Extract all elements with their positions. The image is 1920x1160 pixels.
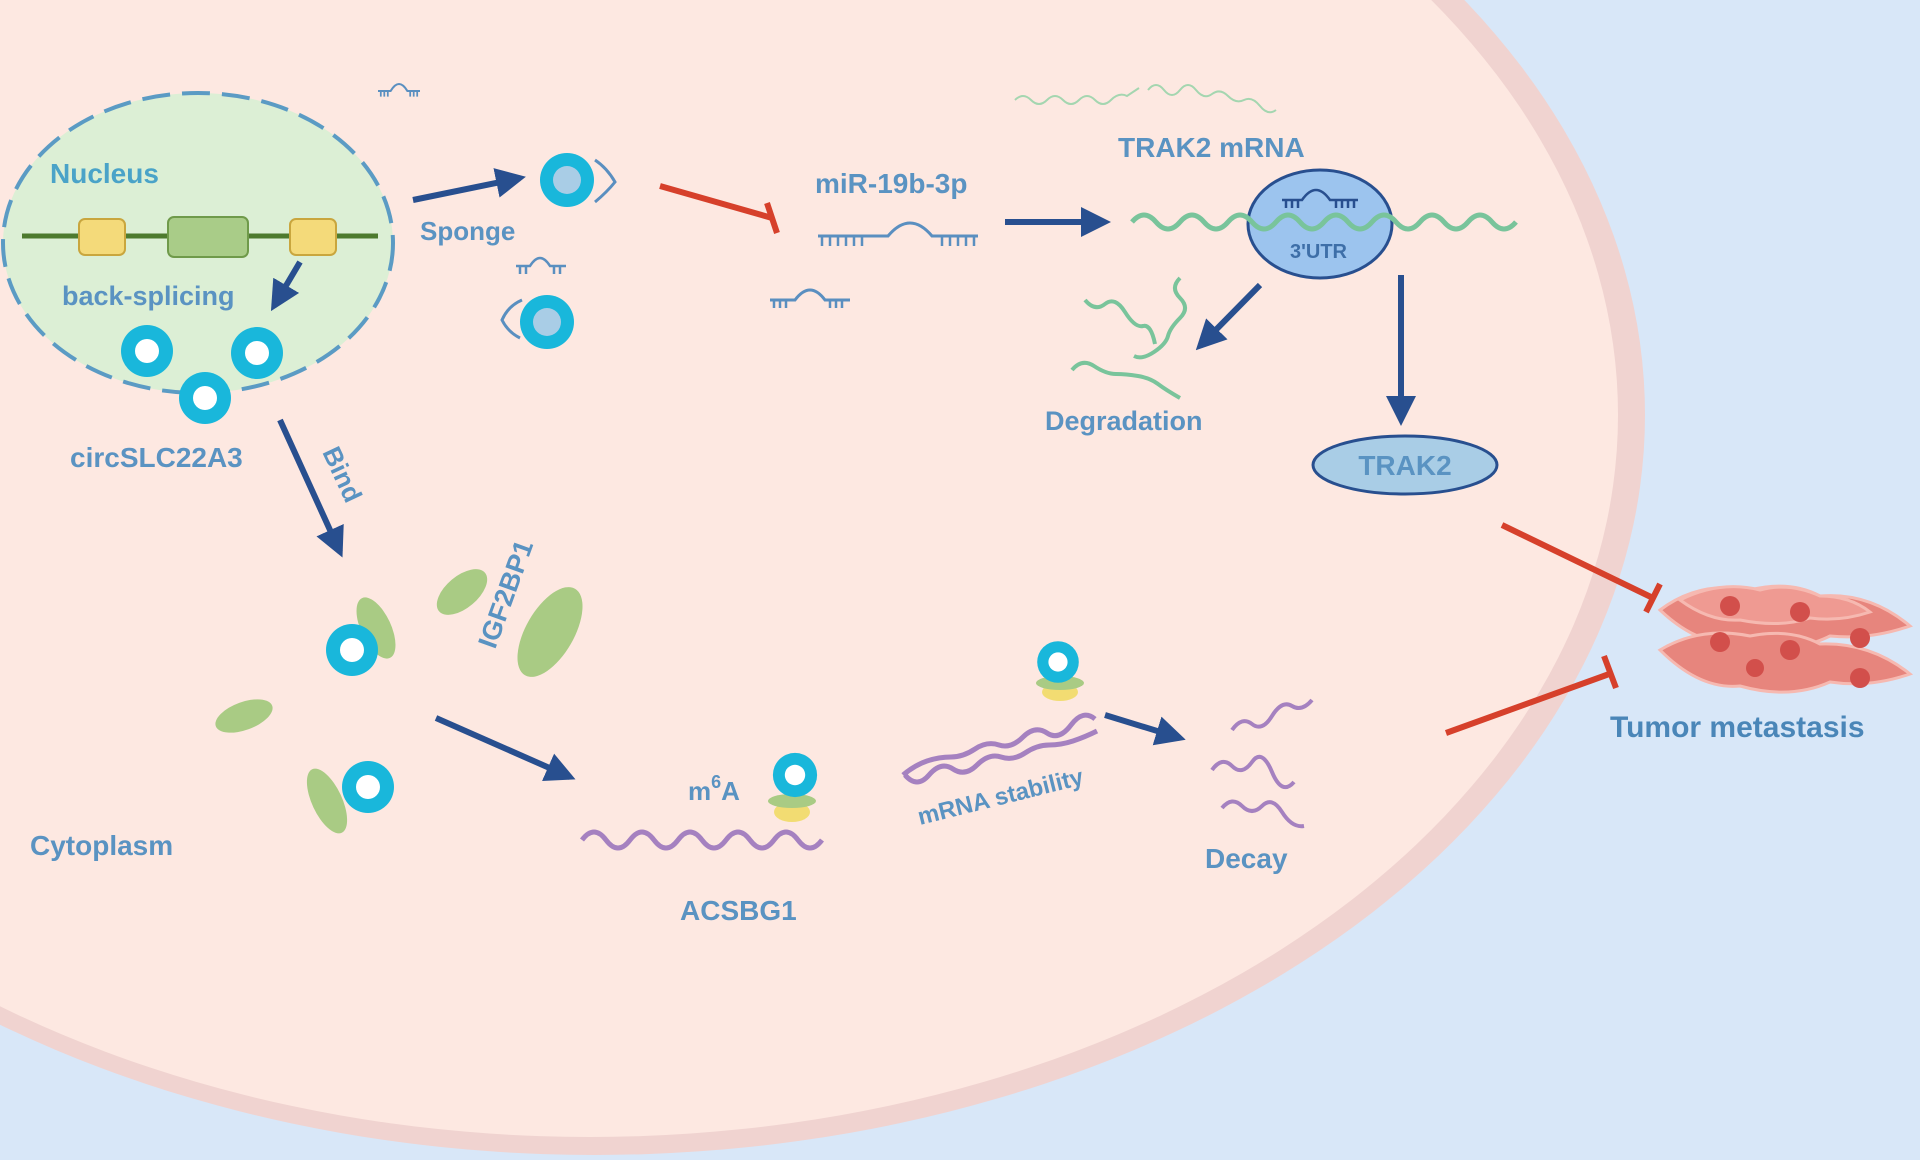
circrna-icon: [231, 327, 283, 379]
back-splicing-arrow: [270, 260, 303, 312]
acsbg1-mrna-strand: [580, 829, 824, 851]
mirna-icon-small: [770, 288, 850, 308]
sponge-label: Sponge: [420, 216, 515, 246]
tumor-cells-icon: [1657, 584, 1914, 694]
igf2bp1-proteins: [215, 569, 583, 834]
decay-arrow: [1104, 712, 1186, 746]
bound-mirna-icon: [1282, 188, 1358, 208]
sponge-arrow: [412, 168, 526, 203]
m6a-label: m6A: [688, 772, 740, 806]
decay-label: Decay: [1205, 843, 1288, 874]
decayed-mrna-icon: [1210, 698, 1314, 829]
mirna-icon: [516, 256, 566, 274]
circrna-mirna-complex-1: [376, 82, 617, 207]
bind-arrow: [277, 418, 344, 558]
back-splicing-label: back-splicing: [62, 281, 235, 311]
igf2bp1-protein-icon: [215, 699, 273, 733]
inhibition-arrow-trak2: [1500, 522, 1663, 614]
decorative-mrna-strands: [1014, 84, 1277, 114]
acsbg1-mrna-strand: [903, 728, 1099, 785]
igf2bp1-protein-icon: [436, 569, 488, 615]
tumor-metastasis-label: Tumor metastasis: [1610, 711, 1865, 744]
stable-mrna-complex: [901, 641, 1099, 785]
circrna-icon: [772, 752, 818, 798]
inhibition-arrow-sponge: [659, 183, 780, 234]
nucleus-label: Nucleus: [50, 158, 159, 189]
trak2-mrna-strand: [1130, 212, 1518, 232]
cell: [0, 0, 1645, 1155]
circrna-icon: [520, 295, 574, 349]
mirna-label: miR-19b-3p: [815, 168, 967, 199]
m6a-reader-complex: [768, 752, 818, 822]
igf2bp1-protein-icon: [356, 597, 396, 659]
igf2bp1-protein-icon: [768, 794, 816, 808]
circrna-icon: [342, 761, 394, 813]
igf2bp1-protein-icon: [306, 768, 348, 834]
circrna-icon: [540, 153, 594, 207]
circrna-icon: [179, 372, 231, 424]
degradation-label: Degradation: [1045, 406, 1203, 436]
exon-1: [78, 218, 126, 256]
circrna-label: circSLC22A3: [70, 442, 243, 473]
acsbg1-mrna-strand: [901, 712, 1097, 777]
mirna-icon-main: [818, 221, 978, 246]
to-acsbg1-arrow: [434, 715, 576, 782]
circrna-icon: [326, 624, 378, 676]
circrna-mirna-complex-2: [500, 256, 574, 349]
circrna-icon: [1037, 641, 1079, 683]
trak2-protein-node: [1311, 434, 1499, 496]
mirna-icon: [500, 298, 523, 340]
cytoplasm-label: Cytoplasm: [30, 830, 173, 861]
igf2bp1-protein-icon: [517, 587, 583, 677]
nucleus: Nucleus back-splicing: [1, 91, 395, 424]
circrna-icon: [121, 325, 173, 377]
utr-label: 3'UTR: [1290, 241, 1348, 263]
degraded-mrna-icon: [1070, 276, 1187, 400]
mirna-icon: [594, 158, 617, 204]
trak2-mrna-label: TRAK2 mRNA: [1118, 132, 1305, 163]
degradation-arrow: [1195, 282, 1263, 351]
cytoplasm-area: [0, 0, 1618, 1137]
intron-block: [167, 216, 249, 258]
acsbg1-label: ACSBG1: [680, 895, 797, 926]
trak2-label: TRAK2: [1358, 450, 1451, 481]
inhibition-arrow-decay: [1444, 654, 1619, 736]
exon-2: [289, 218, 337, 256]
